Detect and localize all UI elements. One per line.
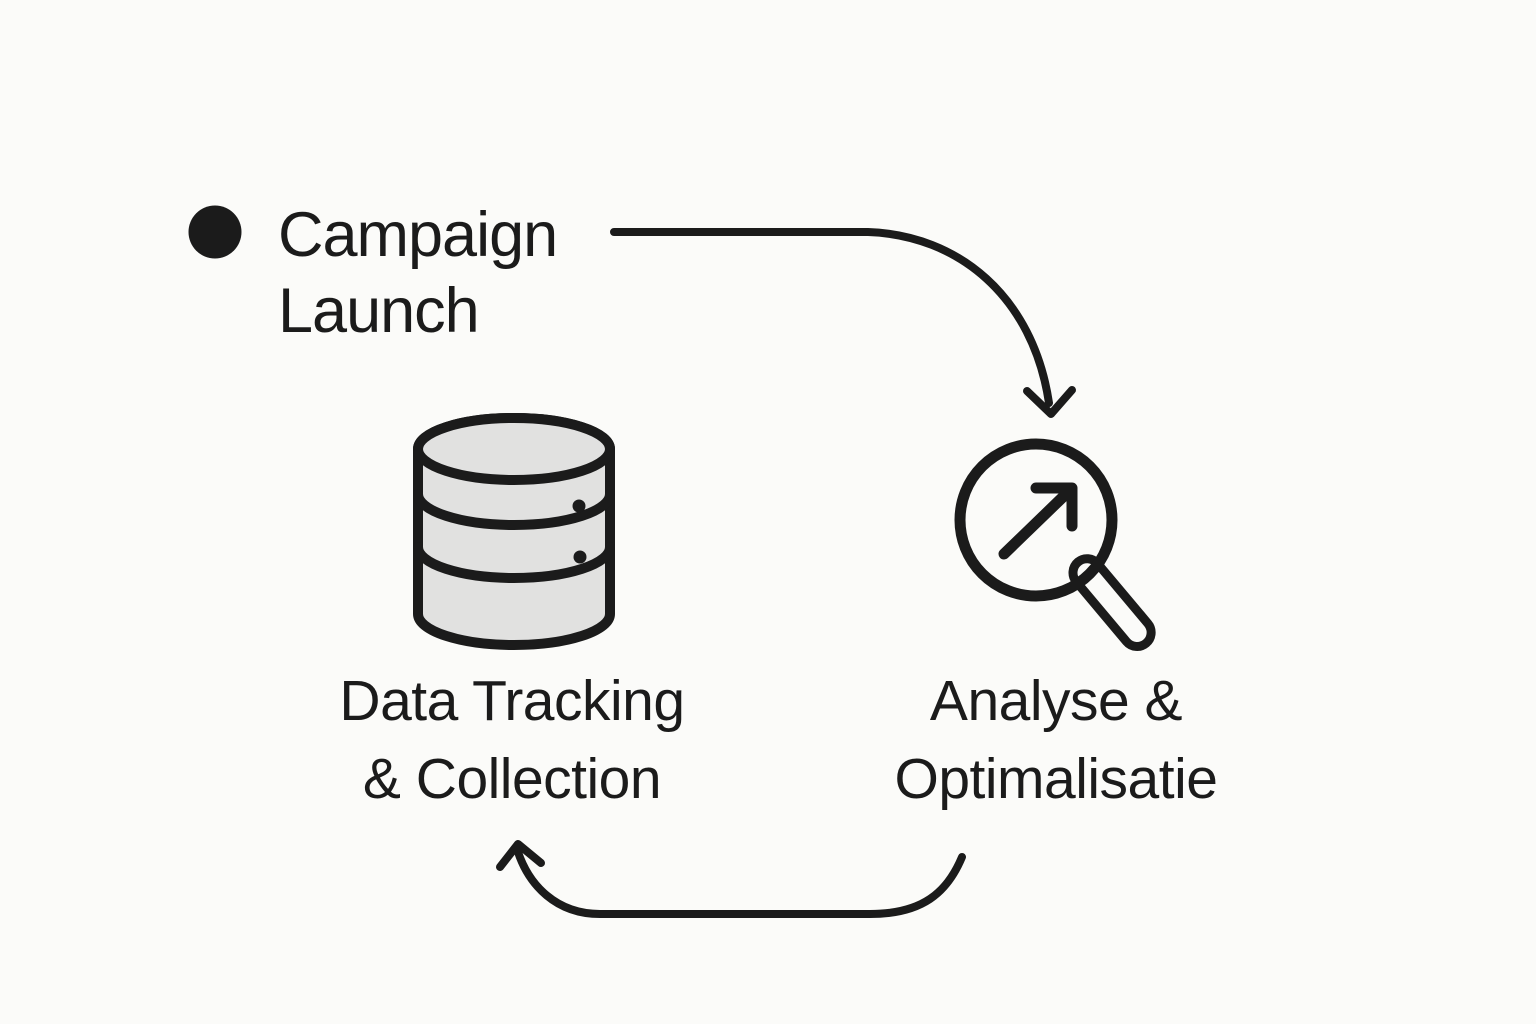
- database-led-dot: [572, 499, 586, 513]
- analyse-optimalisatie-label: Analyse & Optimalisatie: [806, 662, 1306, 818]
- magnifier-handle: [1068, 554, 1156, 651]
- label-line: Optimalisatie: [894, 747, 1218, 811]
- label-line: Analyse &: [929, 669, 1183, 733]
- arrowhead-up-icon: [496, 840, 545, 871]
- data-tracking-collection-label: Data Tracking & Collection: [262, 662, 762, 818]
- flow-arrow-campaign-to-analyse: [610, 228, 1076, 418]
- arrow-shaft: [610, 228, 1053, 407]
- arrow-shaft: [514, 848, 966, 918]
- campaign-launch-label: Campaign Launch: [278, 197, 558, 349]
- campaign-bullet-icon: [188, 205, 242, 259]
- label-line: & Collection: [362, 747, 662, 811]
- trend-arrowhead: [1030, 482, 1078, 532]
- flow-arrow-analyse-to-data: [496, 840, 966, 918]
- trend-arrow-shaft: [998, 488, 1072, 560]
- database-icon: [413, 413, 615, 650]
- magnifier-trend-icon: [954, 438, 1156, 651]
- database-top: [413, 413, 615, 485]
- label-line: Launch: [278, 276, 480, 346]
- database-band: [413, 542, 615, 583]
- label-line: Campaign: [278, 200, 558, 270]
- database-band: [413, 489, 615, 530]
- label-line: Data Tracking: [339, 669, 685, 733]
- arrowhead-down-icon: [1023, 386, 1076, 418]
- magnifier-lens: [954, 438, 1118, 602]
- database-led-dot: [573, 550, 587, 564]
